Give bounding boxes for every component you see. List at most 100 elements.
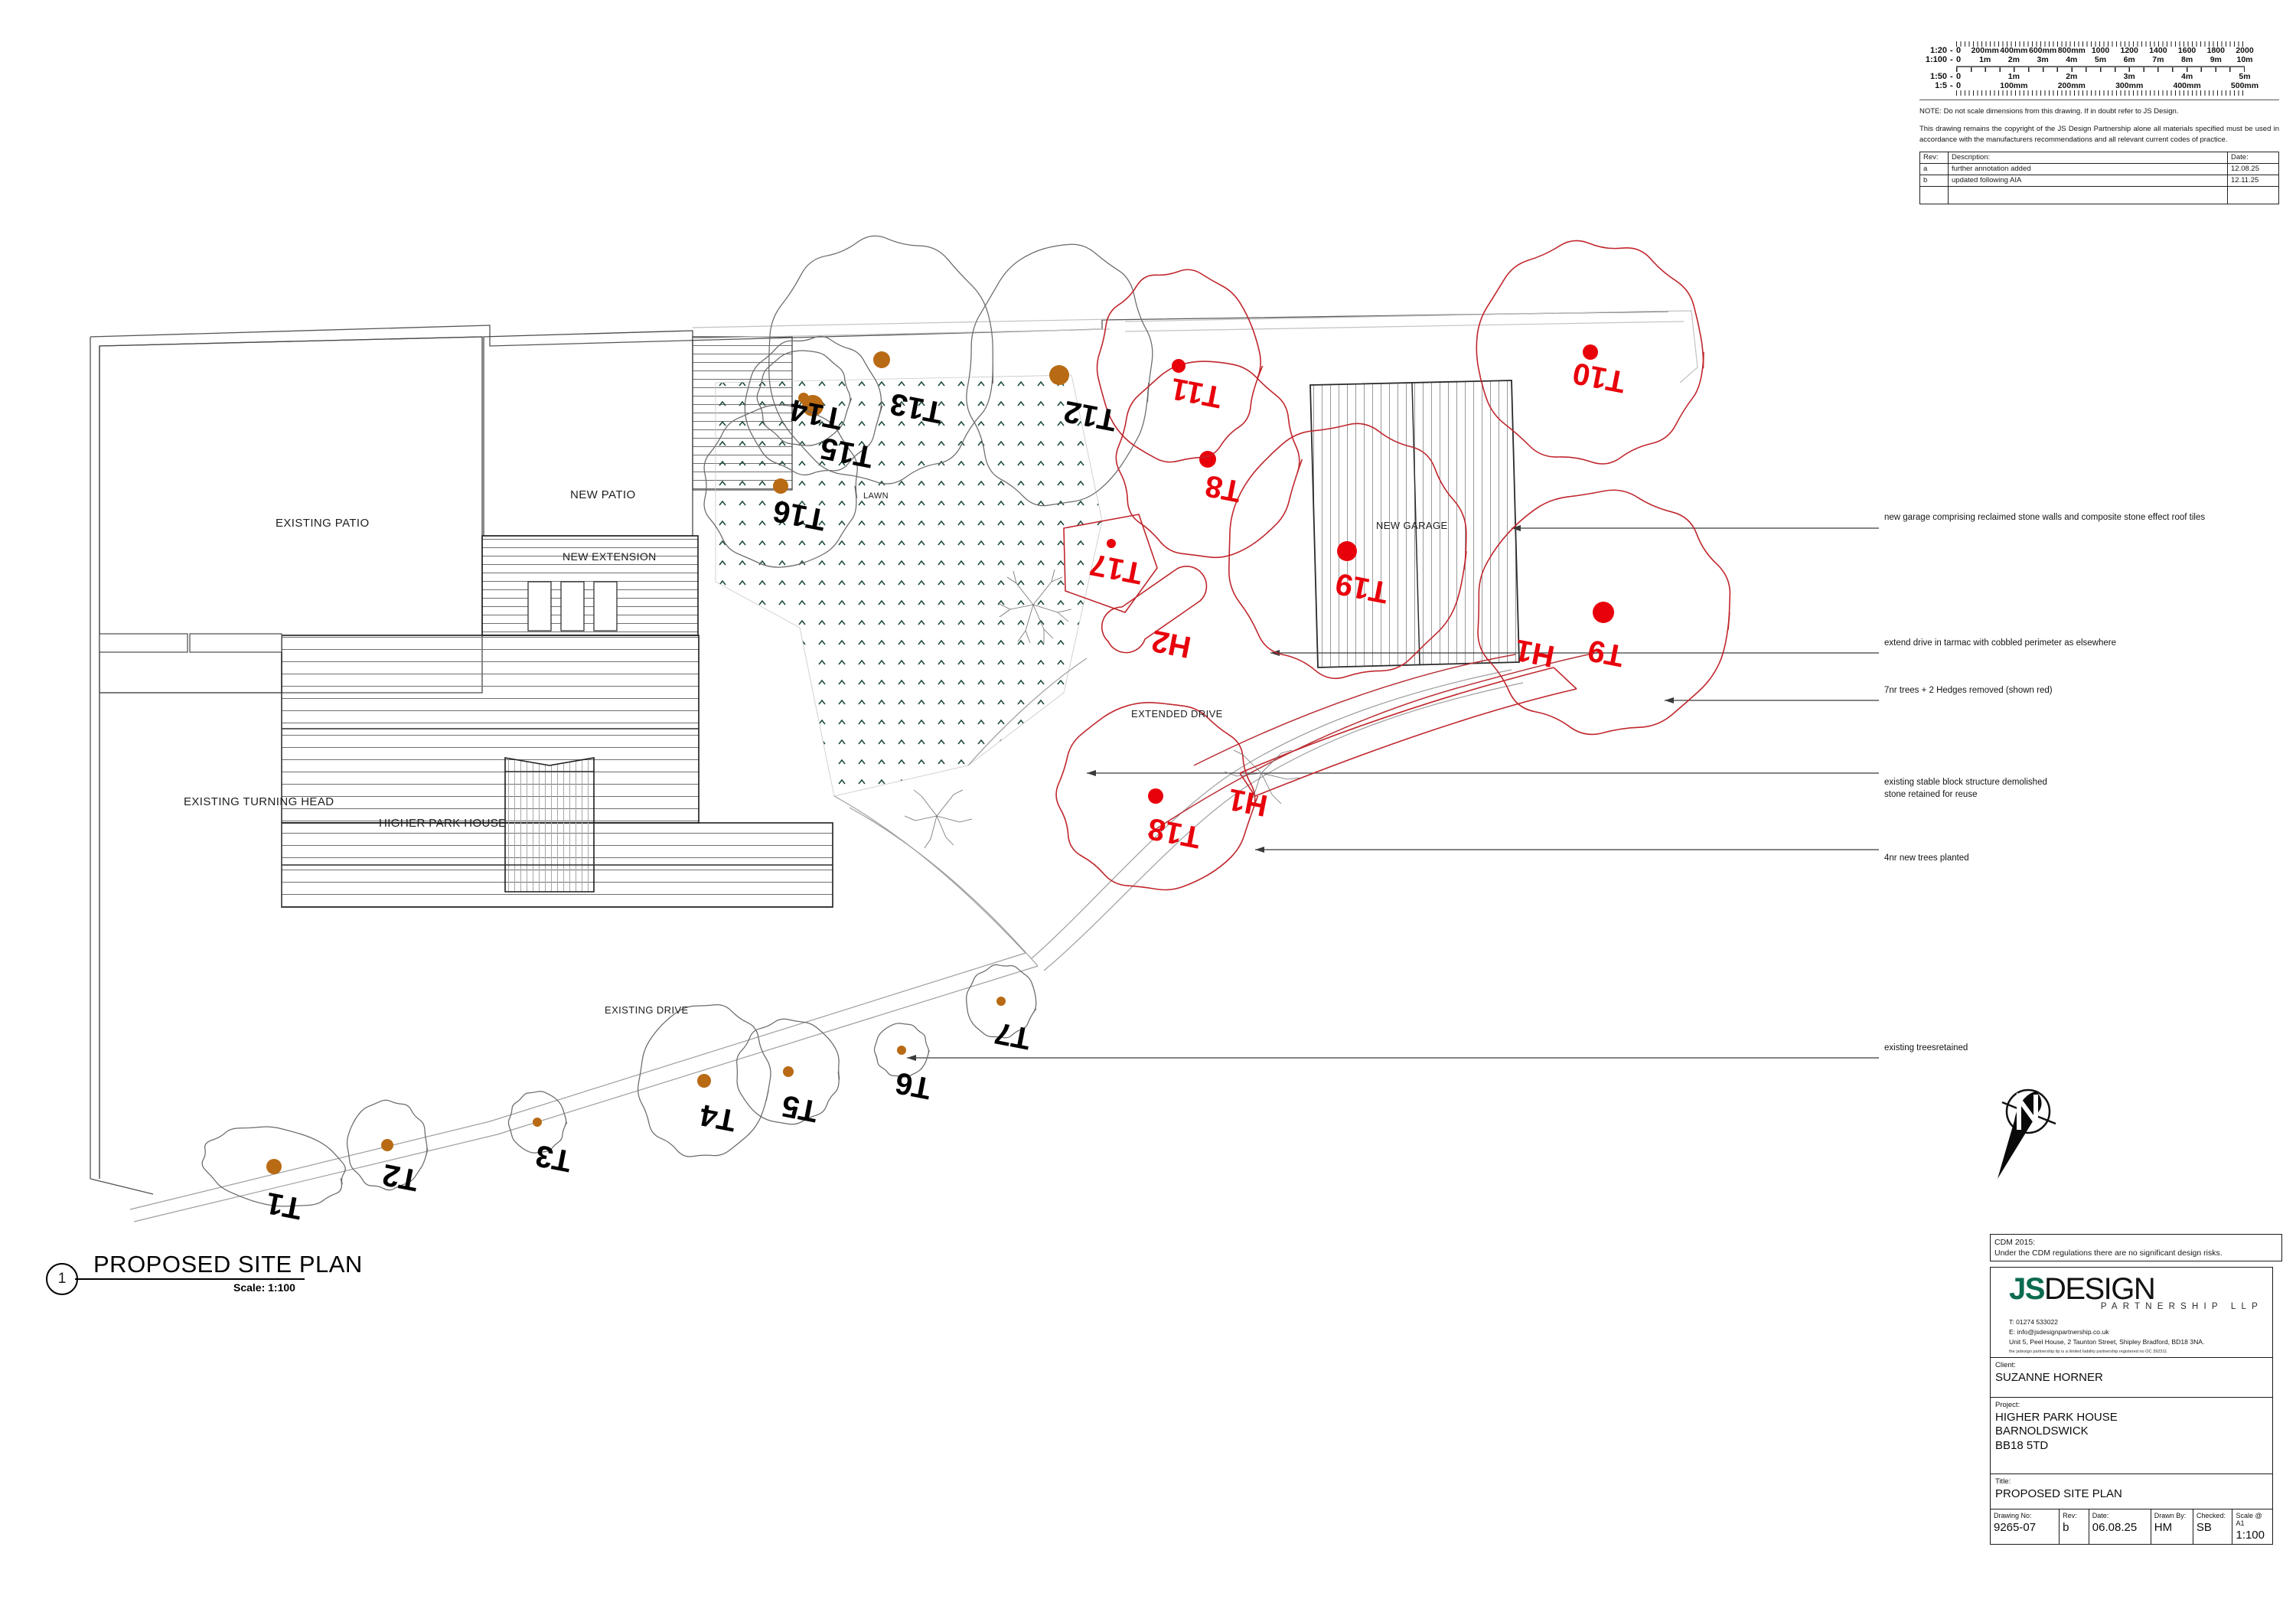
scale-label: Scale @ A1 <box>2236 1511 2262 1527</box>
scale-tick-label: 1800 <box>2206 46 2225 55</box>
tree-tag-t2: T2 <box>380 1157 422 1198</box>
date-label: Date: <box>2092 1511 2109 1519</box>
tree-tag-t6: T6 <box>892 1065 934 1106</box>
scale-dash-4: - <box>1950 81 1953 90</box>
annotation-stable-block-note: existing stable block structure demolish… <box>1884 778 2047 799</box>
scale-tick-label: 8m <box>2181 55 2193 64</box>
project-section: Project: HIGHER PARK HOUSE BARNOLDSWICK … <box>1991 1398 2272 1474</box>
revision-header-rev: Rev: <box>1919 152 1949 165</box>
scale-dash-2: - <box>1950 55 1953 64</box>
scale-tick-label: 1200 <box>2120 46 2138 55</box>
scale-tick-label: 7m <box>2152 55 2164 64</box>
revision-date: 12.11.25 <box>2227 175 2279 187</box>
scale-tick-label: 200mm <box>1971 46 1999 55</box>
tree-trunk-removed-t9 <box>1593 602 1614 623</box>
view-number: 1 <box>57 1271 67 1287</box>
scale-tick-label: 5m <box>2094 55 2107 64</box>
cdm-heading: CDM 2015: <box>1994 1238 2036 1247</box>
scale-bar-block: 1:20 - 1:100 - 1:50 - 1:5 - 0 0 0 0 200m… <box>1919 41 2279 204</box>
scale-tick-label: 2000 <box>2236 46 2254 55</box>
logo-wordmark: JSDESIGN <box>1995 1274 2268 1304</box>
scale-zero-2: 0 <box>1956 55 1962 64</box>
scale-dash-3: - <box>1950 72 1953 81</box>
scale-zero-4: 0 <box>1956 81 1962 90</box>
client-value: SUZANNE HORNER <box>1995 1370 2103 1384</box>
drive-lines <box>129 658 1524 1222</box>
logo-design-text: DESIGN <box>2043 1272 2156 1306</box>
drawn-by-cell: Drawn By: HM <box>2151 1509 2193 1544</box>
scale-tick-label: 600mm <box>2028 46 2057 55</box>
contact-address: Unit 5, Peel House, 2 Taunton Street, Sh… <box>2009 1337 2205 1346</box>
revision-header-date: Date: <box>2227 152 2279 165</box>
canopy-t1 <box>201 1126 346 1207</box>
drawing-no-cell: Drawing No: 9265-07 <box>1991 1509 2060 1544</box>
date-value: 06.08.25 <box>2092 1520 2138 1534</box>
plan-label-higher-park-house: HIGHER PARK HOUSE <box>379 817 507 830</box>
site-walls <box>692 310 1698 383</box>
tree-tag-t5: T5 <box>779 1088 821 1129</box>
scale-label-1-50: 1:50 <box>1929 72 1947 81</box>
scale-ticks-fine-bottom <box>1956 90 2245 96</box>
canopy-removed-t9 <box>1477 489 1731 736</box>
canopy-t5 <box>736 1018 840 1125</box>
lawn-area <box>715 374 1103 797</box>
tree-tag-t4: T4 <box>697 1097 739 1138</box>
north-arrow <box>1988 1085 2073 1185</box>
checked-value: SB <box>2196 1520 2212 1534</box>
drawing-title-section: Title: PROPOSED SITE PLAN <box>1991 1474 2272 1509</box>
scale-cell: Scale @ A1 1:100 <box>2232 1509 2272 1544</box>
client-label: Client: <box>1995 1360 2016 1369</box>
view-title-rule <box>75 1278 305 1280</box>
plan-label-existing-turning-head: EXISTING TURNING HEAD <box>184 795 334 808</box>
scale-tick-label: 5m <box>2239 72 2251 81</box>
contact-tel: T: 01274 533022 <box>2009 1318 2059 1326</box>
scale-tick-label: 1m <box>2007 72 2020 81</box>
tree-trunk-t16 <box>773 478 788 494</box>
logo-subtitle: PARTNERSHIP LLP <box>2100 1302 2263 1311</box>
scale-tick-label: 1600 <box>2177 46 2197 55</box>
canopy-t16 <box>703 404 858 568</box>
cdm-note-box: CDM 2015: Under the CDM regulations ther… <box>1990 1234 2282 1262</box>
plan-label-new-garage: NEW GARAGE <box>1376 520 1448 531</box>
cdm-text: Under the CDM regulations there are no s… <box>1994 1248 2223 1258</box>
scale-bar-graphic: 1:20 - 1:100 - 1:50 - 1:5 - 0 0 0 0 200m… <box>1919 41 2279 96</box>
plan-label-lawn: LAWN <box>863 491 889 501</box>
project-value: HIGHER PARK HOUSE BARNOLDSWICK BB18 5TD <box>1995 1410 2118 1453</box>
plan-label-new-patio: NEW PATIO <box>570 488 636 501</box>
canopy-removed-t18 <box>1055 702 1259 891</box>
canopy-t6 <box>873 1023 930 1078</box>
scale-tick-label: 100mm <box>2000 81 2028 90</box>
scale-tick-label: 1400 <box>2149 46 2167 55</box>
revision-rev: a <box>1919 163 1949 176</box>
legal-registration: the jsdesign partnership llp is a limite… <box>2009 1349 2167 1354</box>
view-number-circle: 1 <box>46 1263 78 1295</box>
plan-label-existing-patio: EXISTING PATIO <box>276 517 370 530</box>
scale-tick-label: 6m <box>2123 55 2135 64</box>
plan-label-extended-drive: EXTENDED DRIVE <box>1131 708 1223 720</box>
scale-tick-label: 2m <box>2007 55 2020 64</box>
scale-tick-label: 4m <box>2066 55 2078 64</box>
retained-tree-canopies <box>201 235 1153 1207</box>
canopy-t4 <box>637 1004 771 1157</box>
tree-trunk-t3 <box>533 1118 542 1127</box>
scale-label-1-100: 1:100 <box>1925 55 1947 64</box>
scale-tick-label: 10m <box>2236 55 2253 64</box>
revision-header-desc: Description: <box>1948 152 2228 165</box>
annotation-existing-trees-note: existing treesretained <box>1884 1043 1968 1053</box>
scale-ticks-coarse <box>1956 67 2245 72</box>
annotation-leaders <box>907 525 1879 1061</box>
tree-trunk-t6 <box>897 1046 906 1055</box>
new-tree-symbols <box>904 569 1302 849</box>
annotation-new-trees-note: 4nr new trees planted <box>1884 853 1969 863</box>
scale-label-1-5: 1:5 <box>1935 81 1947 90</box>
revision-rev: b <box>1919 175 1949 187</box>
canopy-removed-t11 <box>1096 269 1264 463</box>
